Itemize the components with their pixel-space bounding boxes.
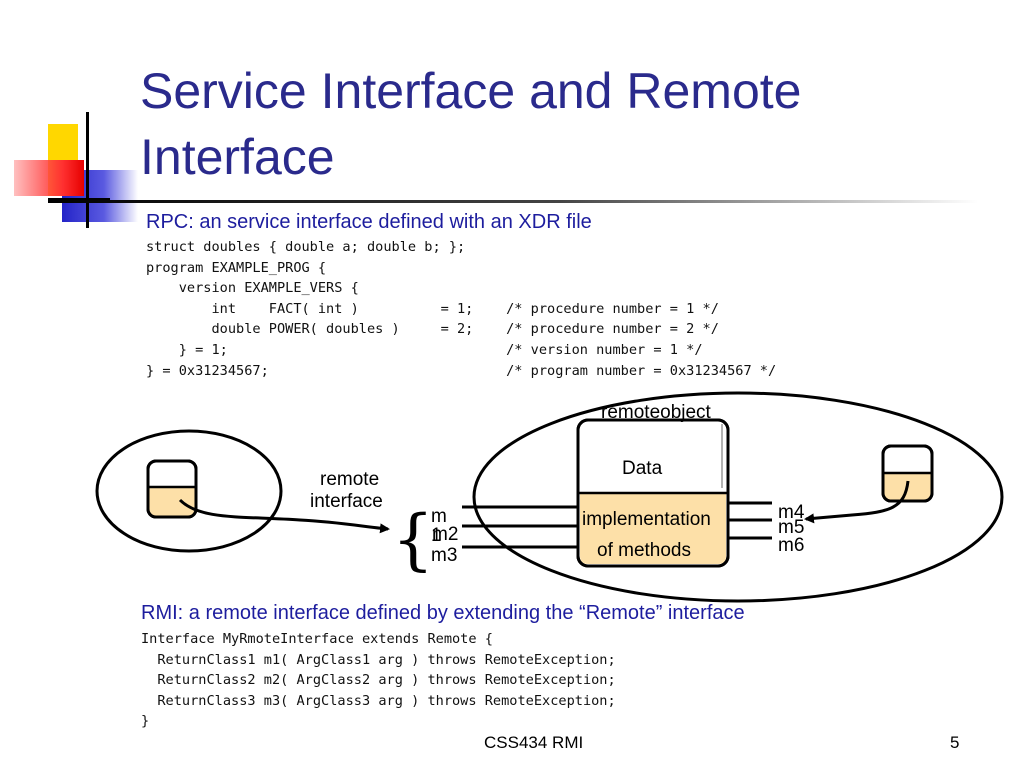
method-label-m3: m3 xyxy=(431,545,458,566)
rpc-xdr-code: struct doubles { double a; double b; }; … xyxy=(146,239,777,379)
remote-caller-object-icon xyxy=(881,444,934,503)
method-label-m4: m4 xyxy=(778,502,805,523)
implementation-label-line1: implementation xyxy=(582,509,711,530)
data-label: Data xyxy=(622,458,663,479)
implementation-label-line2: of methods xyxy=(597,540,691,561)
remote-invocation-arrow xyxy=(804,480,910,524)
remote-interface-label-line1: remote xyxy=(320,469,380,490)
slide-title: Service Interface and Remote Interface xyxy=(140,63,802,185)
client-invocation-arrow xyxy=(178,498,390,534)
interface-brace: { xyxy=(392,501,434,578)
decor-vertical-line xyxy=(86,112,89,228)
remote-object-label: remoteobject xyxy=(601,402,711,423)
rpc-heading: RPC: an service interface defined with a… xyxy=(146,211,592,233)
method-label-m2: m2 xyxy=(432,524,459,545)
client-ellipse xyxy=(95,429,283,553)
rmi-interface-code: Interface MyRmoteInterface extends Remot… xyxy=(141,631,616,730)
client-object-icon xyxy=(146,459,198,519)
server-ellipse xyxy=(472,391,1004,603)
rmi-heading: RMI: a remote interface defined by exten… xyxy=(141,602,745,624)
decor-horizontal-line xyxy=(48,198,110,201)
remote-object-box xyxy=(576,418,730,568)
remote-interface-label-line2: interface xyxy=(310,491,383,512)
method-label-m1-part1: m xyxy=(431,506,447,527)
decor-red-square xyxy=(14,160,84,196)
method-label-m5: m5 xyxy=(778,517,805,538)
slide-footer: CSS434 RMI xyxy=(484,733,584,752)
title-underline xyxy=(48,200,978,203)
method-label-m6: m6 xyxy=(778,535,805,556)
method-label-m1-part2: 1 xyxy=(431,525,442,546)
page-number: 5 xyxy=(950,733,960,752)
